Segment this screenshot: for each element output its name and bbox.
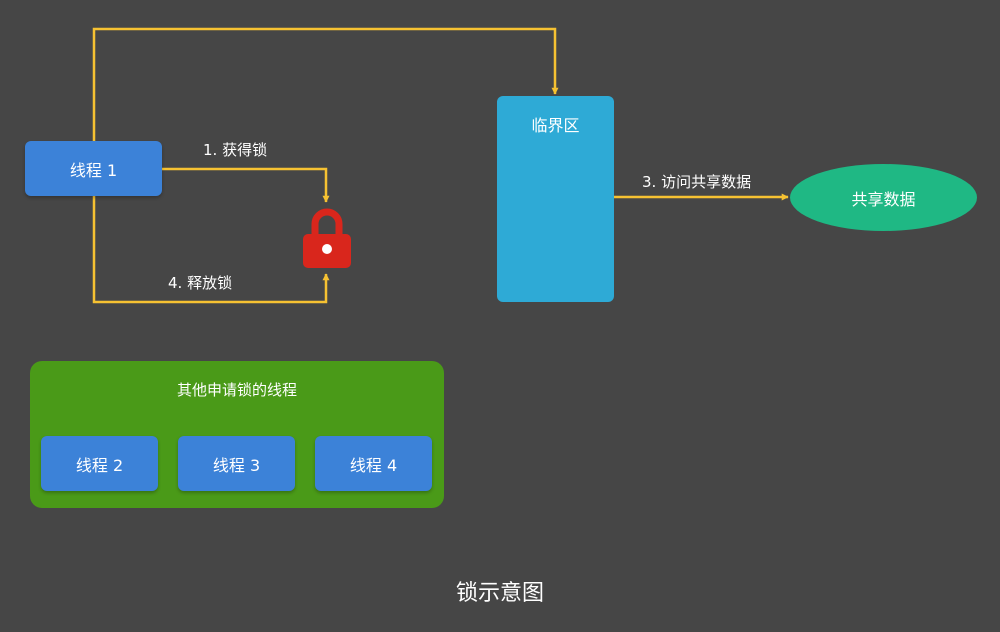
shared-data-ellipse: 共享数据 xyxy=(790,164,977,231)
waiting-threads-group: 其他申请锁的线程 线程 2 线程 3 线程 4 xyxy=(30,361,444,508)
diagram-caption: 锁示意图 xyxy=(455,581,544,606)
thread-1-box: 线程 1 xyxy=(25,141,162,196)
thread-3-box: 线程 3 xyxy=(178,436,295,491)
arrow-enter-critical-section xyxy=(92,27,559,141)
acquire-lock-label: 1. 获得锁 xyxy=(203,141,268,159)
thread-3-label: 线程 3 xyxy=(212,455,261,475)
arrow-acquire-lock xyxy=(162,167,330,203)
arrow-release-lock xyxy=(92,196,330,304)
waiting-threads-title: 其他申请锁的线程 xyxy=(176,381,297,399)
release-lock-label: 4. 释放锁 xyxy=(168,274,233,292)
critical-section-box: 临界区 xyxy=(497,96,614,302)
critical-section-label: 临界区 xyxy=(531,116,580,135)
access-shared-data-label: 3. 访问共享数据 xyxy=(642,173,752,191)
lock-icon xyxy=(303,208,351,268)
thread-2-box: 线程 2 xyxy=(41,436,158,491)
thread-1-label: 线程 1 xyxy=(69,160,118,180)
thread-4-box: 线程 4 xyxy=(315,436,432,491)
thread-2-label: 线程 2 xyxy=(75,455,124,475)
shared-data-label: 共享数据 xyxy=(851,189,916,209)
thread-4-label: 线程 4 xyxy=(349,455,398,475)
